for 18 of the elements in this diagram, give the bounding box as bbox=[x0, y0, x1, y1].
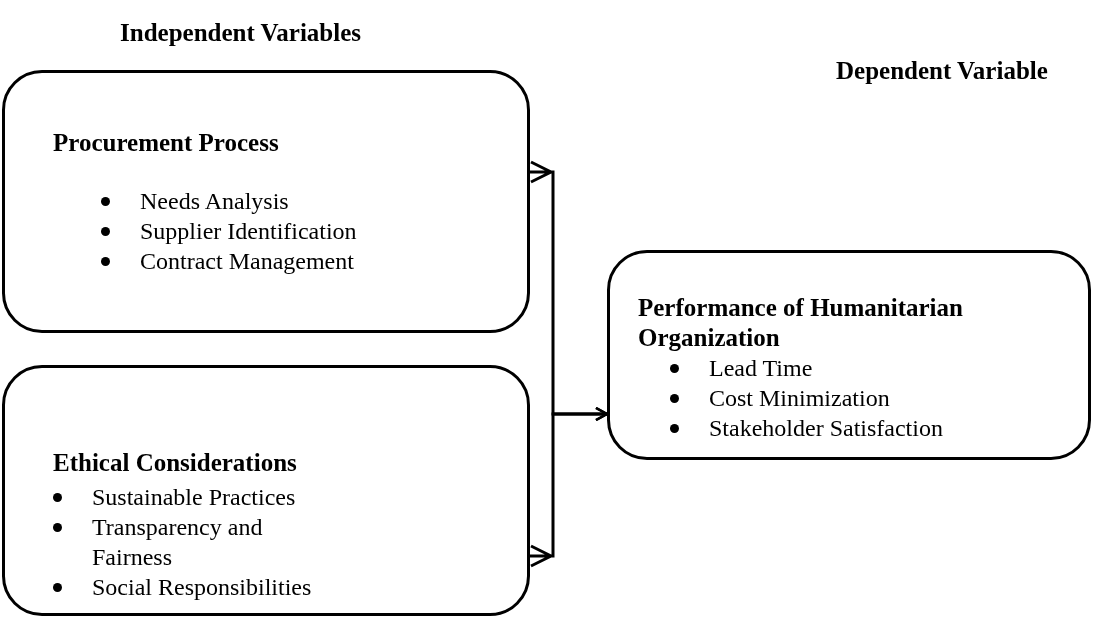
box-title: Performance of Humanitarian Organization bbox=[637, 293, 964, 353]
rounded-box bbox=[2, 365, 530, 616]
box-title: Procurement Process bbox=[52, 128, 280, 158]
list-item: Lead Time bbox=[709, 354, 813, 383]
box-title: Ethical Considerations bbox=[52, 448, 298, 478]
list-item: Social Responsibilities bbox=[92, 573, 312, 602]
list-item: Sustainable Practices bbox=[92, 483, 296, 512]
rounded-box bbox=[607, 250, 1091, 460]
list-item: Needs Analysis bbox=[140, 187, 289, 216]
list-item: Transparency and Fairness bbox=[92, 513, 264, 572]
arrow bbox=[528, 406, 609, 568]
list-item: Stakeholder Satisfaction bbox=[709, 414, 943, 443]
list-item: Contract Management bbox=[140, 247, 354, 276]
rounded-box bbox=[2, 70, 530, 333]
list-item: Supplier Identification bbox=[140, 217, 357, 246]
heading: Independent Variables bbox=[120, 18, 362, 48]
list-item: Cost Minimization bbox=[709, 384, 890, 413]
heading: Dependent Variable bbox=[836, 56, 1048, 86]
